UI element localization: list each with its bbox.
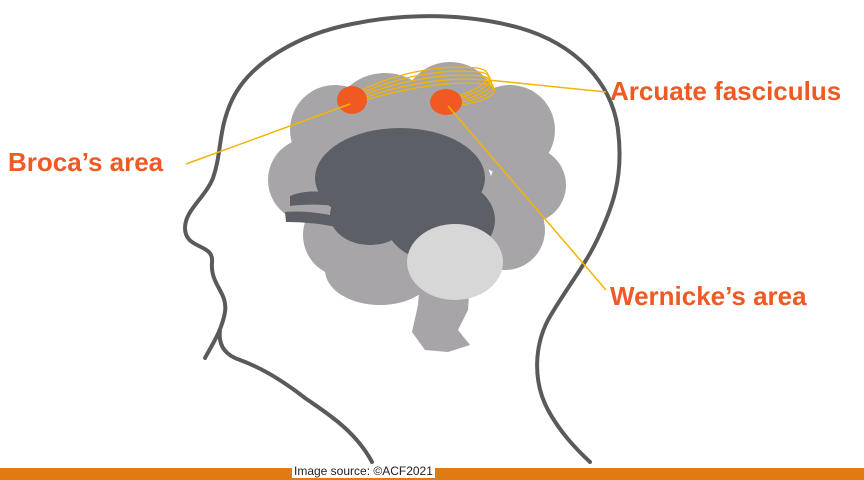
wernicke-region <box>430 89 462 115</box>
wernicke-area-label: Wernicke’s area <box>610 283 807 309</box>
broca-region <box>337 86 367 114</box>
broca-area-label: Broca’s area <box>8 149 163 175</box>
cerebellum <box>407 224 503 300</box>
image-source-caption: Image source: ©ACF2021 <box>292 465 435 478</box>
arcuate-fasciculus-label: Arcuate fasciculus <box>610 78 841 104</box>
